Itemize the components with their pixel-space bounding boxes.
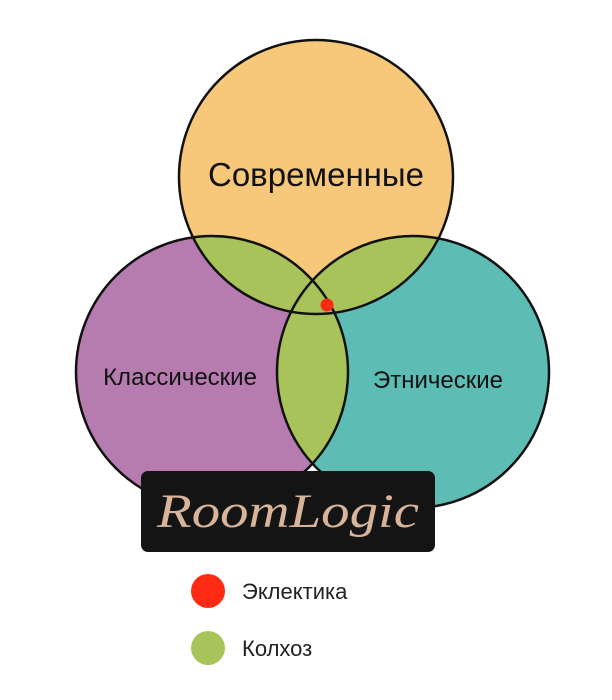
legend-label-eclectic: Эклектика — [242, 579, 348, 604]
label-modern: Современные — [208, 156, 424, 193]
logo-box — [141, 471, 435, 552]
overlap-modern-ethnic — [277, 236, 453, 314]
label-classic: Классические — [103, 364, 257, 391]
legend-label-kolkhoz: Колхоз — [242, 636, 312, 661]
legend: Эклектика Колхоз — [191, 574, 348, 665]
center-dot — [320, 298, 334, 312]
legend-swatch-eclectic — [191, 574, 225, 608]
logo-text: RoomLogic — [156, 485, 419, 538]
overlap-modern-classic — [179, 236, 348, 314]
label-ethnic: Этнические — [373, 367, 503, 394]
outline-modern — [177, 38, 455, 316]
legend-swatch-kolkhoz — [191, 631, 225, 665]
